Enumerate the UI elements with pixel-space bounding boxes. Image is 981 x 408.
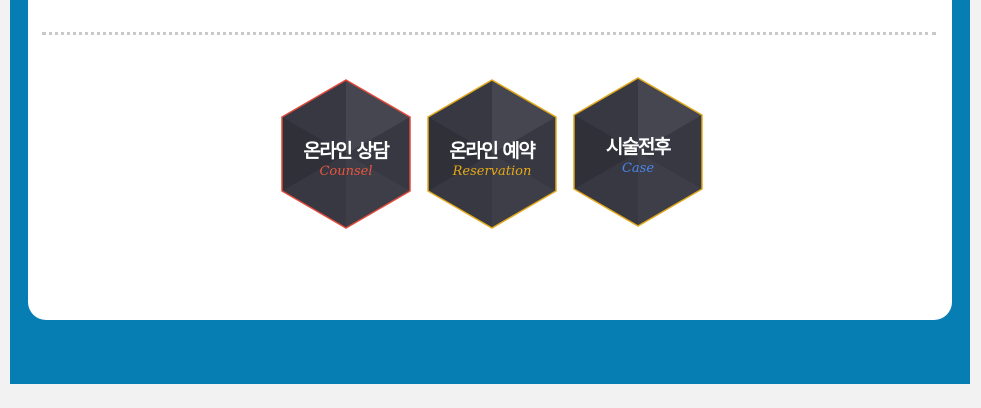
bottom-strip <box>0 384 981 408</box>
online-counsel-button[interactable]: 온라인 상담 Counsel <box>281 79 411 229</box>
online-reservation-button[interactable]: 온라인 예약 Reservation <box>427 79 557 229</box>
hexagon-icon <box>573 77 703 227</box>
hexagon-icon <box>427 79 557 229</box>
online-counsel-title: 온라인 상담 <box>303 140 390 162</box>
content-panel: 온라인 상담 Counsel 온라인 예약 Reservation 시술전후 C… <box>28 0 952 320</box>
before-after-case-subtitle: Case <box>621 161 655 176</box>
dotted-divider <box>42 32 936 35</box>
before-after-case-title: 시술전후 <box>606 136 671 158</box>
online-reservation-subtitle: Reservation <box>452 164 532 179</box>
online-reservation-title: 온라인 예약 <box>449 140 536 162</box>
online-counsel-subtitle: Counsel <box>319 164 373 179</box>
hexagon-icon <box>281 79 411 229</box>
before-after-case-button[interactable]: 시술전후 Case <box>573 77 703 227</box>
